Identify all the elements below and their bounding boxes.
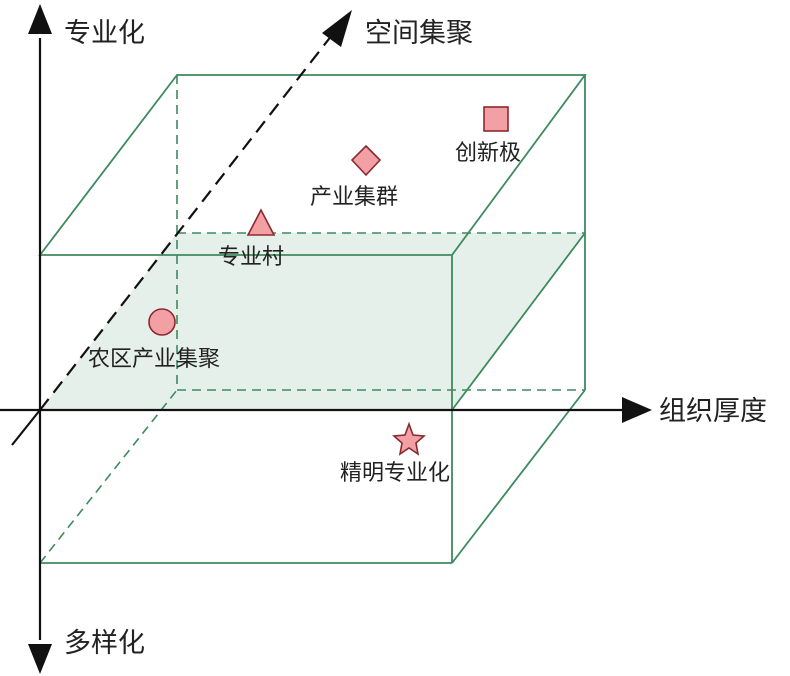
axis-diagonal-dashed	[39, 34, 333, 411]
axis-label-diagonal: 空间集聚	[365, 18, 473, 49]
square-icon	[483, 106, 509, 132]
axis-label-up: 专业化	[64, 18, 145, 49]
middle-plane	[40, 233, 585, 410]
point-label-2: 产业集群	[310, 185, 398, 210]
circle-icon	[148, 308, 176, 336]
diamond-icon	[350, 144, 382, 177]
axis-label-down: 多样化	[64, 628, 145, 659]
star-icon	[392, 421, 426, 456]
arrow-down-icon	[28, 644, 52, 674]
arrow-up-icon	[28, 4, 52, 34]
axis-diagonal-solid	[11, 409, 41, 446]
triangle-icon	[246, 208, 276, 236]
point-label-0: 农区产业集聚	[88, 347, 220, 372]
axis-label-right: 组织厚度	[659, 396, 767, 427]
axes	[0, 34, 625, 640]
point-label-4: 精明专业化	[340, 461, 450, 486]
arrowheads	[28, 4, 652, 674]
arrow-right-icon	[622, 397, 652, 423]
markers	[148, 106, 509, 456]
point-label-3: 创新极	[455, 141, 521, 166]
arrow-diagonal-icon	[322, 10, 352, 47]
point-label-1: 专业村	[218, 245, 284, 270]
